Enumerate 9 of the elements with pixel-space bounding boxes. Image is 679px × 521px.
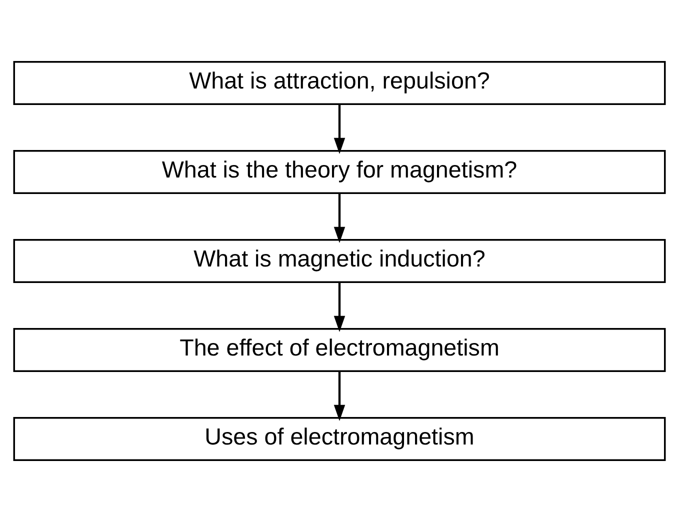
node-box: Uses of electromagnetism: [13, 416, 666, 461]
node-box: What is the theory for magnetism?: [13, 149, 666, 194]
node-box: The effect of electromagnetism: [13, 327, 666, 372]
arrow: [334, 104, 346, 154]
arrow: [334, 192, 346, 242]
arrow: [334, 282, 346, 332]
node-box: What is magnetic induction?: [13, 238, 666, 283]
arrow: [334, 370, 346, 420]
node-box: What is attraction, repulsion?: [13, 60, 666, 105]
